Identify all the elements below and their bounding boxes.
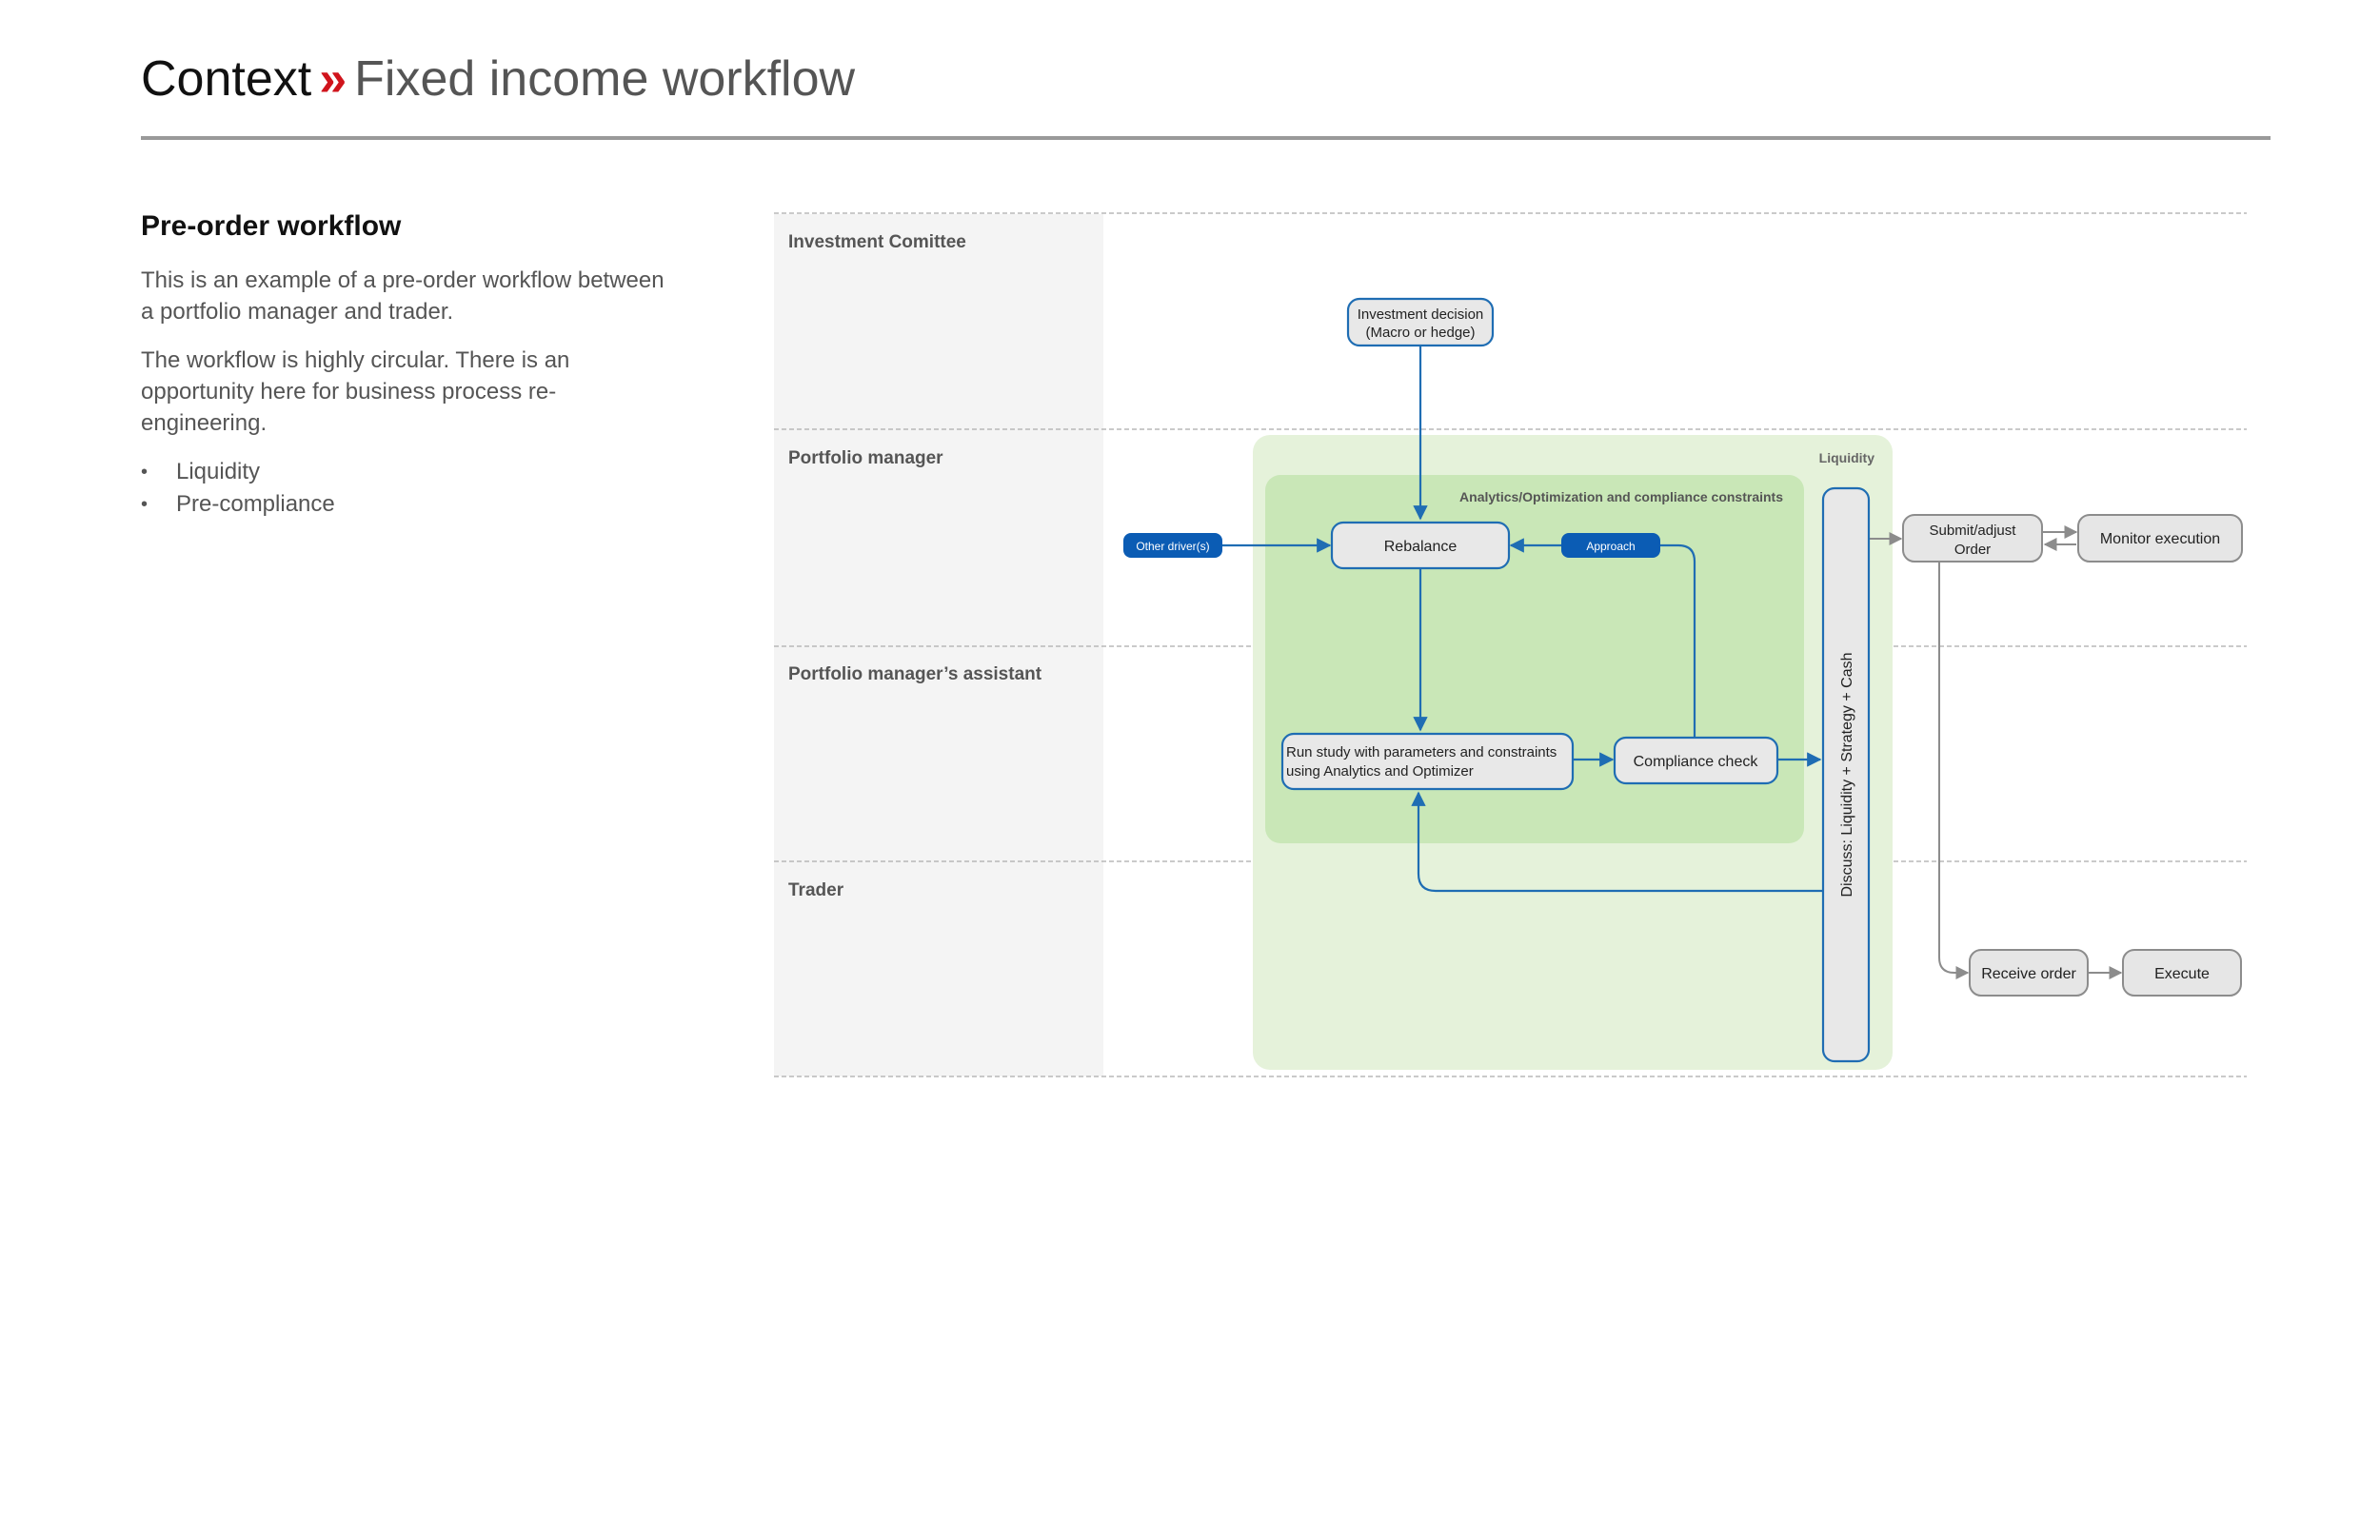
node-receive-order: Receive order — [1969, 949, 2089, 997]
page-title: Context»Fixed income workflow — [141, 46, 855, 112]
node-discuss-label: Discuss: Liquidity + Strategy + Cash — [1839, 652, 1855, 897]
node-compliance-check-label: Compliance check — [1634, 754, 1759, 770]
lane-trader: Trader — [788, 880, 844, 900]
bullet-liquidity: Liquidity — [141, 456, 674, 488]
lane-portfolio-manager: Portfolio manager — [788, 448, 943, 468]
blue-connectors — [1221, 346, 1823, 893]
title-subject: Fixed income workflow — [354, 51, 856, 107]
intro-panel: Pre-order workflow This is an example of… — [141, 207, 674, 521]
node-run-study-line-1: Run study with parameters and constraint… — [1286, 744, 1557, 760]
gray-connectors — [1869, 525, 2123, 979]
intro-bullet-list: Liquidity Pre-compliance — [141, 456, 674, 521]
node-compliance-check: Compliance check — [1613, 736, 1779, 785]
node-monitor-execution: Monitor execution — [2077, 514, 2243, 563]
node-rebalance: Rebalance — [1330, 521, 1511, 570]
lane-pm-assistant: Portfolio manager’s assistant — [788, 664, 1042, 684]
intro-paragraph-2: The workflow is highly circular. There i… — [141, 347, 570, 436]
node-submit-order: Submit/adjust Order — [1902, 514, 2043, 563]
title-separator: » — [319, 51, 347, 107]
loop-compliance-to-approach — [1660, 543, 1696, 738]
lane-investment-committee: Investment Comittee — [788, 232, 966, 252]
tag-other-drivers: Other driver(s) — [1123, 533, 1222, 558]
node-execute: Execute — [2122, 949, 2242, 997]
loop-discuss-to-study — [1411, 791, 1823, 893]
bullet-pre-compliance: Pre-compliance — [141, 488, 674, 521]
node-investment-decision-line-1: Investment decision — [1358, 306, 1484, 323]
node-submit-order-line-2: Order — [1954, 542, 1991, 558]
node-investment-decision: Investment decision (Macro or hedge) — [1346, 297, 1495, 347]
lane-label-column — [774, 214, 1103, 1076]
tag-approach-label: Approach — [1586, 540, 1635, 553]
lane-dividers — [774, 212, 2247, 1077]
node-investment-decision-line-2: (Macro or hedge) — [1365, 325, 1475, 341]
node-receive-order-label: Receive order — [1981, 966, 2076, 982]
node-monitor-execution-label: Monitor execution — [2100, 531, 2220, 547]
analytics-zone-label: Analytics/Optimization and compliance co… — [1459, 489, 1783, 504]
title-context: Context — [141, 51, 312, 107]
title-divider — [141, 136, 2271, 140]
liquidity-zone-label: Liquidity — [1819, 450, 1875, 465]
tag-approach: Approach — [1561, 533, 1660, 558]
node-run-study: Run study with parameters and constraint… — [1280, 732, 1575, 791]
node-execute-label: Execute — [2154, 966, 2210, 982]
node-discuss: Discuss: Liquidity + Strategy + Cash — [1821, 486, 1871, 1063]
arrow-submit-to-receive — [1938, 563, 1970, 979]
tag-other-drivers-label: Other driver(s) — [1136, 540, 1209, 553]
intro-paragraph-1: This is an example of a pre-order workfl… — [141, 267, 664, 325]
node-submit-order-line-1: Submit/adjust — [1930, 523, 2017, 539]
node-rebalance-label: Rebalance — [1384, 539, 1458, 555]
intro-heading: Pre-order workflow — [141, 210, 402, 242]
node-run-study-line-2: using Analytics and Optimizer — [1286, 763, 1474, 780]
